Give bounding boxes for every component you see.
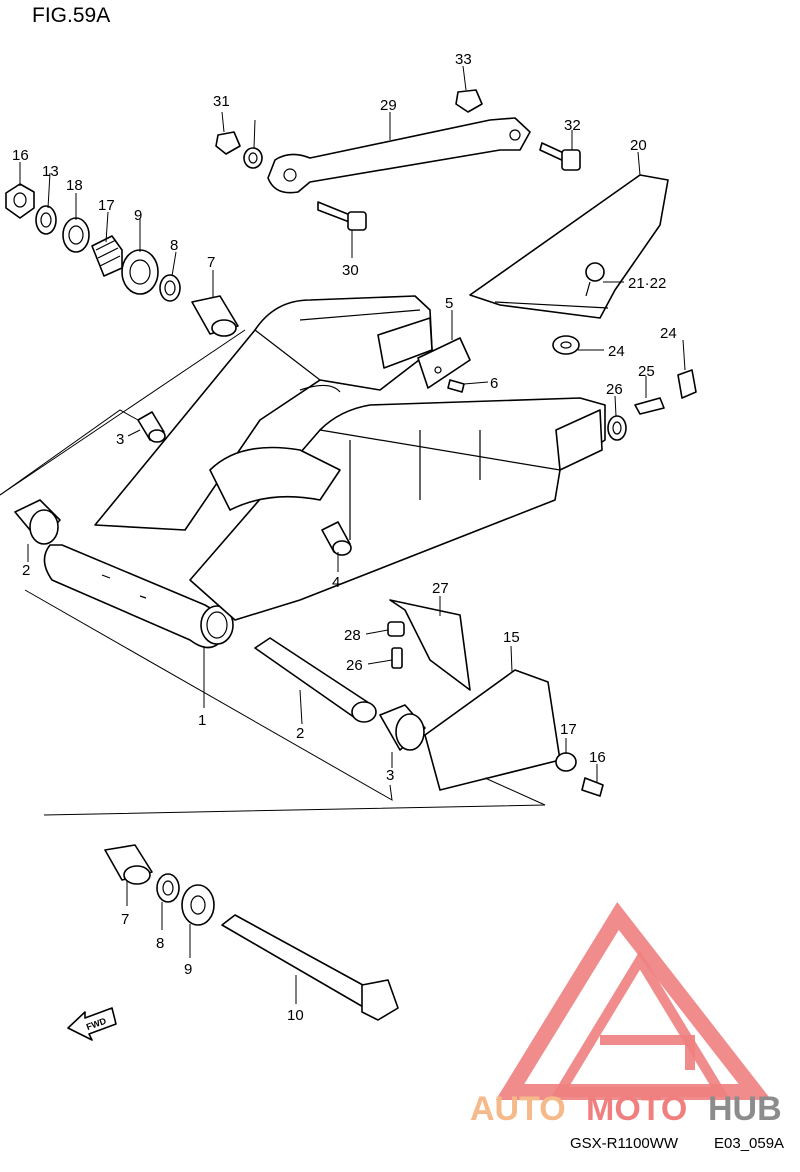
bushing-3-lower — [321, 521, 352, 556]
watermark-hub: HUB — [708, 1090, 782, 1128]
washer-20 — [552, 335, 580, 355]
bearing-9 — [121, 249, 159, 295]
callout-13: 17 — [98, 197, 115, 214]
cushion-rod — [267, 117, 531, 194]
bearing-2-left — [14, 499, 61, 545]
callout-9: 9 — [134, 207, 142, 224]
callout-3b: 4 — [332, 574, 340, 591]
callout-4: 2 — [296, 725, 304, 742]
bushing-3-upper — [137, 411, 166, 443]
callout-28: 29 — [380, 97, 397, 114]
callout-3a: 3 — [116, 431, 124, 448]
bolt-27 — [387, 621, 405, 637]
callout-14: 18 — [66, 177, 83, 194]
clip-21-22 — [677, 369, 697, 399]
callout-21-22: 24 — [660, 325, 677, 342]
washer-8-lower — [156, 873, 180, 903]
screw-19 — [585, 262, 605, 297]
callout-2a: 2 — [22, 562, 30, 579]
callout-17: 17 — [560, 721, 577, 738]
callout-15: 15 — [503, 629, 520, 646]
callout-24a: 25 — [638, 363, 655, 380]
callout-12: 16 — [12, 147, 29, 164]
watermark-moto: MOTO — [586, 1090, 687, 1128]
callout-2b: 3 — [386, 767, 394, 784]
callout-25: 27 — [432, 580, 449, 597]
callouts: 16 13 18 17 9 8 7 31 29 33 32 30 20 21·2… — [12, 51, 686, 1024]
callout-27: 28 — [344, 627, 361, 644]
collar-7 — [191, 295, 239, 337]
callout-10: 10 — [287, 1007, 304, 1024]
nut-12 — [5, 183, 35, 219]
callout-8-lower: 8 — [156, 935, 164, 952]
washer-8 — [159, 274, 181, 302]
axle-10 — [221, 914, 399, 1021]
model-code: GSX-R1100WW — [570, 1135, 679, 1152]
guard-25 — [389, 599, 471, 691]
washer-11 — [35, 205, 57, 235]
figure-title: FIG.59A — [32, 4, 110, 27]
callout-11: 13 — [42, 163, 59, 180]
callout-7-lower: 7 — [121, 911, 129, 928]
bearing-2-right — [379, 704, 426, 751]
bracket-5 — [417, 337, 471, 389]
bolt-31 — [539, 142, 581, 171]
callout-18: 20 — [630, 137, 647, 154]
callout-7: 7 — [207, 254, 215, 271]
screw-16 — [581, 777, 604, 797]
collar-7-lower — [104, 844, 153, 885]
nut-24 — [607, 415, 627, 441]
callout-26: 26 — [346, 657, 363, 674]
chain-buffer-15 — [424, 669, 561, 791]
screw-6 — [447, 379, 465, 393]
callout-24b: 26 — [606, 381, 623, 398]
fwd-arrow: FWD — [67, 1007, 117, 1041]
bolt-26 — [391, 647, 403, 669]
washer-33 — [243, 147, 263, 169]
chain-guard-18 — [469, 174, 669, 319]
callout-5: 5 — [445, 295, 453, 312]
nut-30 — [215, 131, 241, 155]
callout-32: 33 — [455, 51, 472, 68]
callout-31: 32 — [564, 117, 581, 134]
bolt-24 — [634, 397, 665, 415]
callout-19: 21·22 — [628, 275, 666, 292]
watermark-auto: AUTO — [470, 1090, 566, 1128]
spacer-13 — [91, 235, 123, 277]
watermark-logo: AUTO MOTO HUB — [470, 901, 782, 1128]
callout-8: 8 — [170, 237, 178, 254]
callout-16: 16 — [589, 749, 606, 766]
callout-29: 30 — [342, 262, 359, 279]
diagram-code: E03_059A — [714, 1135, 784, 1152]
callout-9-lower: 9 — [184, 961, 192, 978]
spacer-4 — [254, 637, 377, 723]
callout-6: 6 — [490, 375, 498, 392]
washer-9-lower — [181, 884, 215, 926]
guide-lines — [0, 329, 546, 816]
bolt-29 — [317, 201, 367, 231]
callout-1: 1 — [198, 712, 206, 729]
swingarm — [43, 295, 606, 649]
callout-30: 31 — [213, 93, 230, 110]
collar-17 — [555, 752, 577, 772]
callout-20: 24 — [608, 343, 625, 360]
collar-14 — [62, 217, 90, 253]
nut-32 — [455, 89, 483, 113]
